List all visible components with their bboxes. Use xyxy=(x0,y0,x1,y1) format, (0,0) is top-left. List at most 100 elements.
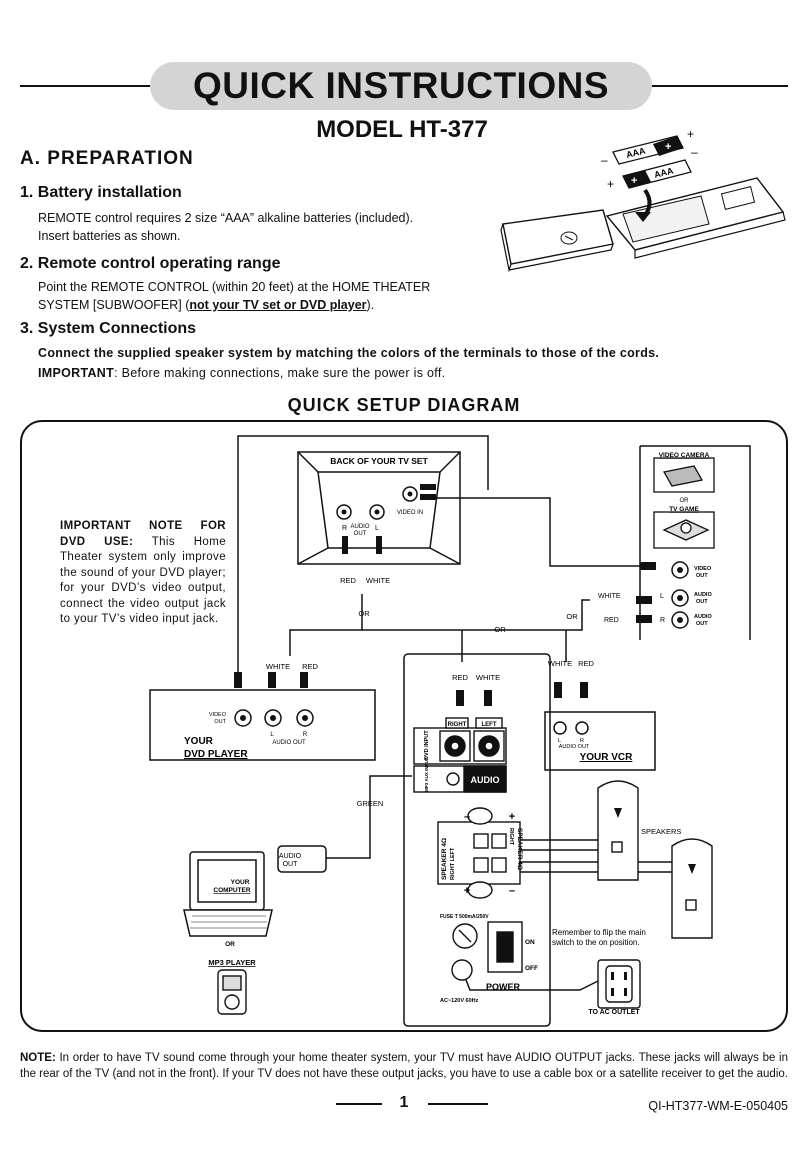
battery-heading: 1. Battery installation xyxy=(20,184,182,201)
sub-mp3-input: MP3 AUX INPUT xyxy=(424,757,429,792)
camera-audio-out-l1: AUDIO xyxy=(694,592,712,598)
tv-jack-l: L xyxy=(375,525,379,532)
vcr-box xyxy=(544,711,656,771)
tv-audio-out-1: AUDIO xyxy=(350,524,369,530)
speaker-right-icon xyxy=(671,838,713,939)
important-text: IMPORTANT: Before making connections, ma… xyxy=(38,364,445,382)
page-rule-right xyxy=(428,1103,488,1105)
connections-text: Connect the supplied speaker system by m… xyxy=(38,346,660,360)
vcr-audio-out: AUDIO OUT xyxy=(559,744,590,750)
range-text-line-2: SYSTEM [SUBWOOFER] (not your TV set or D… xyxy=(38,296,430,314)
camera-r: R xyxy=(660,617,665,624)
green-cable-label: GREEN xyxy=(357,799,384,808)
sub-fuse: FUSE T 500mA/250V xyxy=(440,914,489,920)
polarity-minus-2: – xyxy=(691,145,698,159)
battery-illustration: AAA + AAA + + – + – xyxy=(500,127,786,273)
footer-note: NOTE: In order to have TV sound come thr… xyxy=(20,1050,788,1082)
remote-back xyxy=(605,177,786,259)
or-label-1: OR xyxy=(358,609,370,618)
range-text: Point the REMOTE CONTROL (within 20 feet… xyxy=(38,278,430,314)
setup-diagram-frame xyxy=(20,420,788,1032)
ac-outlet-icon xyxy=(597,959,641,1009)
speaker-left-icon xyxy=(597,780,639,881)
sub-audio-label: AUDIO xyxy=(471,775,500,785)
dvd-cable-red: RED xyxy=(302,662,318,671)
sub-plus-top: + xyxy=(509,811,515,823)
vcr-label: YOUR VCR xyxy=(580,752,634,763)
diagram-title: QUICK SETUP DIAGRAM xyxy=(287,395,521,415)
range-text-part-a: SYSTEM [SUBWOOFER] ( xyxy=(38,298,190,312)
computer-audio-out-2: OUT xyxy=(283,861,299,868)
tv-cable-red: RED xyxy=(340,576,356,585)
vcr-cable-white: WHITE xyxy=(548,659,572,668)
computer-illustration xyxy=(183,845,327,937)
title-rule-right xyxy=(650,85,788,87)
section-heading: A. PREPARATION xyxy=(20,148,194,169)
sub-plus-bottom: + xyxy=(464,885,470,897)
polarity-plus-2: + xyxy=(607,177,614,191)
page-title: QUICK INSTRUCTIONS xyxy=(193,65,609,106)
dvd-note-label: IMPORTANT NOTE FOR DVD USE: xyxy=(60,520,226,548)
battery-text-line-1: REMOTE control requires 2 size “AAA” alk… xyxy=(38,211,414,225)
mp3-player-illustration xyxy=(217,969,247,1015)
sub-cable-red: RED xyxy=(452,673,468,682)
tv-jack-r: R xyxy=(342,525,347,532)
dvd-jack-r: R xyxy=(303,732,308,738)
sub-speaker-left-2: RIGHT LEFT xyxy=(450,847,456,880)
title-banner: QUICK INSTRUCTIONS xyxy=(150,62,652,110)
polarity-minus-1: – xyxy=(601,153,608,167)
dvd-video-out-1: VIDEO xyxy=(209,712,227,718)
tv-title: BACK OF YOUR TV SET xyxy=(330,456,428,466)
computer-label-2: COMPUTER xyxy=(213,887,251,894)
tv-back-panel xyxy=(297,451,461,565)
speakers-label: SPEAKERS xyxy=(641,827,681,836)
range-text-line-1: Point the REMOTE CONTROL (within 20 feet… xyxy=(38,280,431,294)
sub-cable-white: WHITE xyxy=(476,673,500,682)
battery-text: REMOTE control requires 2 size “AAA” alk… xyxy=(38,209,413,245)
sub-minus-top: – xyxy=(464,811,470,823)
sub-on: ON xyxy=(525,939,535,946)
dvd-label-1: YOUR xyxy=(184,736,214,747)
dvd-important-note: IMPORTANT NOTE FOR DVD USE: This Home Th… xyxy=(60,519,226,628)
sub-left-label: LEFT xyxy=(482,722,497,728)
important-label: IMPORTANT xyxy=(38,366,115,380)
tv-game-label: TV GAME xyxy=(669,506,699,513)
sub-ac: AC~120V 60Hz xyxy=(440,998,479,1004)
page-number: 1 xyxy=(399,1094,409,1111)
camera-audio-out-r2: OUT xyxy=(696,621,708,627)
remember-line-2: switch to the on position. xyxy=(552,938,640,947)
or-label-2: OR xyxy=(494,625,506,634)
camera-red: RED xyxy=(604,617,619,624)
camera-video-out-2: OUT xyxy=(696,573,708,579)
computer-or: OR xyxy=(225,941,235,948)
important-message: : Before making connections, make sure t… xyxy=(114,366,446,380)
dvd-cable-white: WHITE xyxy=(266,662,290,671)
battery-2-label: AAA xyxy=(653,165,675,180)
sub-dvd-input: DVD INPUT xyxy=(424,730,430,760)
camera-audio-out-r1: AUDIO xyxy=(694,614,712,620)
computer-audio-out-1: AUDIO xyxy=(279,853,302,860)
battery-text-line-2: Insert batteries as shown. xyxy=(38,229,181,243)
tv-video-in: VIDEO IN xyxy=(397,510,423,516)
vcr-cable-red: RED xyxy=(578,659,594,668)
vcr-jack-l: L xyxy=(558,738,561,744)
camera-white: WHITE xyxy=(598,593,621,600)
or-label-3: OR xyxy=(566,612,578,621)
dvd-label-2: DVD PLAYER xyxy=(184,749,248,760)
title-rule-left xyxy=(20,85,152,87)
mp3-player-label: MP3 PLAYER xyxy=(208,958,256,967)
range-text-part-c: ). xyxy=(366,298,375,312)
dvd-audio-out: AUDIO OUT xyxy=(272,740,306,746)
battery-1-label: AAA xyxy=(625,145,647,160)
camera-video-out-1: VIDEO xyxy=(694,566,712,572)
camera-audio-out-l2: OUT xyxy=(696,599,708,605)
connections-heading: 3. System Connections xyxy=(20,320,197,337)
camera-or-label: OR xyxy=(680,498,690,504)
camera-l: L xyxy=(660,593,664,600)
sub-off: OFF xyxy=(525,965,538,972)
model-number: MODEL HT-377 xyxy=(316,116,488,143)
dvd-player-box xyxy=(149,689,376,761)
range-heading: 2. Remote control operating range xyxy=(20,255,281,272)
video-camera-label: VIDEO CAMERA xyxy=(659,452,710,459)
